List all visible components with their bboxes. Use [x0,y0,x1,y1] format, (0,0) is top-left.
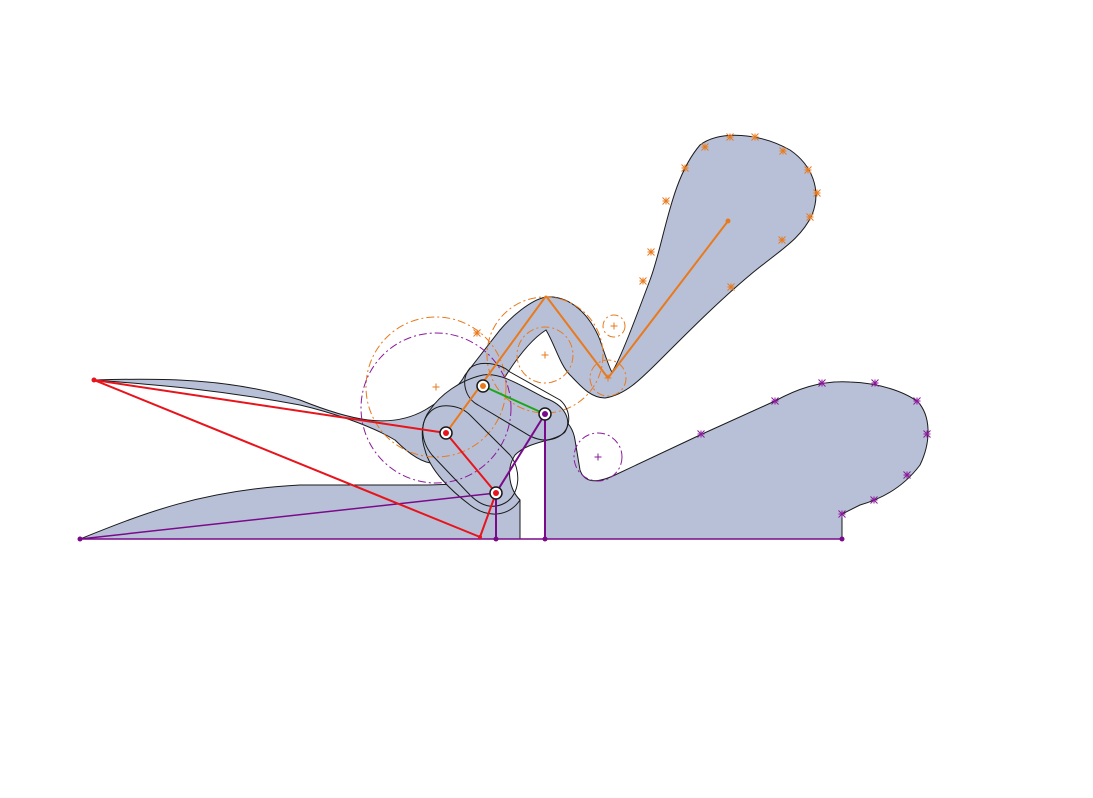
orange-control-point-5[interactable] [804,166,812,174]
purple-control-point-3[interactable] [818,379,826,387]
purple-link-a [79,492,497,540]
orange-control-point-9[interactable] [727,283,735,291]
red-link-c [445,432,497,494]
ground-point-a [493,536,499,542]
orange-center-tiny [610,322,618,330]
ground-left-point [77,536,83,542]
orange-endpoint [725,218,731,224]
endpoint-dots [77,218,845,542]
purple-control-point-9[interactable] [838,510,846,518]
purple-link-c [495,413,546,494]
red-link-b [93,379,481,538]
purple-control-point-1[interactable] [697,430,705,438]
orange-control-point-6[interactable] [813,189,821,197]
orange-control-point-2[interactable] [726,133,734,141]
purple-control-point-5[interactable] [913,397,921,405]
ground-point-b [542,536,548,542]
orange-center-mid [541,351,549,359]
orange-link-a [445,295,547,434]
purple-control-markers [697,379,931,518]
orange-control-point-13[interactable] [639,277,647,285]
joint-left-center [443,430,449,436]
orange-link-b [545,295,609,379]
joints [439,379,552,500]
purple-control-point-2[interactable] [771,397,779,405]
orange-control-point-4[interactable] [779,147,787,155]
orange-link-c [607,220,729,379]
joint-bottom-center [493,490,499,496]
orange-control-point-3[interactable] [751,133,759,141]
red-link-d [479,492,497,538]
ground-right-point [839,536,845,542]
orange-control-point-11[interactable] [662,197,670,205]
orange-center-large [432,383,440,391]
orange-control-point-1[interactable] [701,143,709,151]
purple-small-circle [573,432,623,482]
purple-control-point-8[interactable] [870,496,878,504]
purple-control-point-4[interactable] [871,379,879,387]
center-crosshairs [432,322,618,461]
red-endpoint [91,377,97,383]
orange-linkage [445,220,729,434]
orange-control-point-14[interactable] [473,329,481,337]
orange-control-point-10[interactable] [681,164,689,172]
purple-large-circle [360,332,512,484]
orange-control-markers [473,133,821,337]
purple-center-small [594,453,602,461]
orange-tiny-circle [602,314,626,338]
purple-construction-circles [360,332,623,484]
red-link-a [93,379,447,434]
green-link [482,385,546,415]
purple-linkage [79,413,546,540]
orange-center-small [604,374,612,382]
upper-link-slot [464,362,570,441]
orange-control-point-8[interactable] [778,236,786,244]
orange-small-circle [589,359,627,397]
joint-top-center [480,383,486,389]
red-ground-point [478,535,482,539]
purple-control-point-6[interactable] [923,430,931,438]
joint-right-center [542,411,548,417]
central-hub-shape [421,374,569,515]
link-slots [422,362,570,507]
orange-large-circle [365,316,507,458]
purple-control-point-7[interactable] [903,471,911,479]
orange-control-point-7[interactable] [806,213,814,221]
orange-control-point-12[interactable] [647,248,655,256]
orange-inner-circle [516,326,574,384]
lower-link-slot [422,405,519,507]
red-linkage [93,379,497,538]
